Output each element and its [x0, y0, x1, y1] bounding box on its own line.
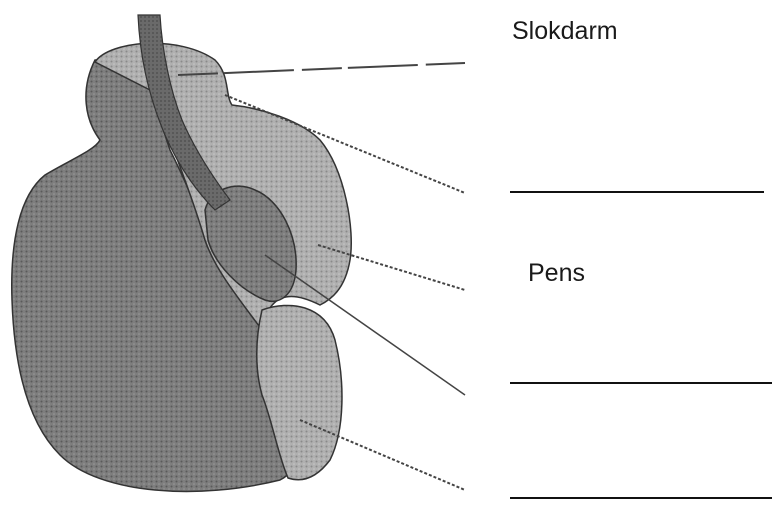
label-slokdarm: Slokdarm	[512, 17, 618, 46]
answer-line-2[interactable]	[510, 382, 772, 384]
answer-line-1[interactable]	[510, 191, 764, 193]
label-pens: Pens	[528, 259, 585, 288]
answer-line-3[interactable]	[510, 497, 772, 499]
